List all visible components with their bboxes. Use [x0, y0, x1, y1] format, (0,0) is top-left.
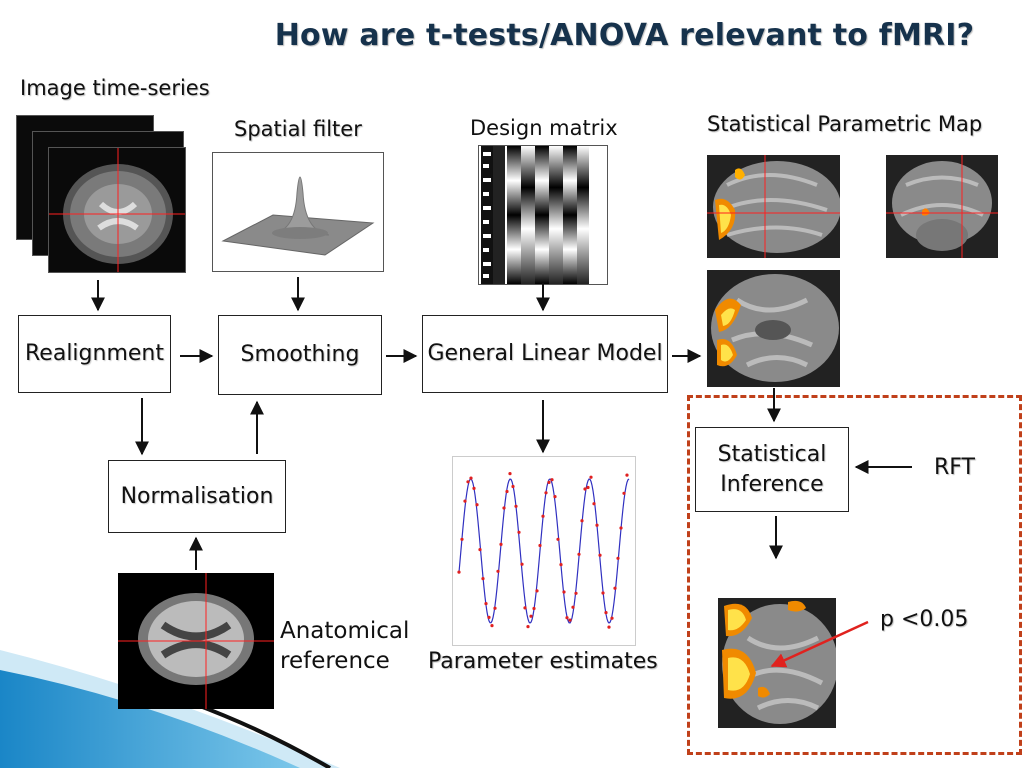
normalisation-box: Normalisation — [108, 460, 286, 533]
design-matrix-image — [478, 145, 608, 285]
corner-decoration — [0, 650, 340, 768]
parameter-estimates-plot — [452, 456, 636, 646]
anatomical-line-2: reference — [280, 648, 390, 674]
spatial-filter-label: Spatial filter — [234, 117, 362, 141]
inference-region-border — [687, 395, 1022, 755]
spm-sagittal-image — [707, 155, 840, 258]
inference-line-1: Statistical — [717, 441, 827, 467]
anatomical-line-1: Anatomical — [280, 618, 410, 644]
glm-box: General Linear Model — [422, 315, 668, 393]
spm-coronal-image — [886, 155, 998, 258]
p-value-label: p <0.05 — [880, 607, 969, 632]
image-time-series-stack — [16, 115, 191, 280]
spatial-filter-image — [212, 152, 384, 272]
statistical-inference-box: Statistical Inference — [695, 427, 849, 512]
inference-line-2: Inference — [720, 471, 824, 497]
design-matrix-label: Design matrix — [470, 116, 618, 140]
arrow-p-value-to-result — [770, 620, 869, 668]
anatomical-reference-label: Anatomical reference — [280, 616, 409, 676]
rft-label: RFT — [934, 455, 975, 480]
brain-slice-image — [48, 147, 186, 273]
realignment-box: Realignment — [18, 315, 171, 393]
parameter-estimates-label: Parameter estimates — [428, 649, 658, 674]
anatomical-reference-image — [118, 573, 274, 709]
smoothing-box: Smoothing — [218, 315, 382, 395]
image-time-series-label: Image time-series — [20, 76, 210, 100]
spm-label: Statistical Parametric Map — [707, 112, 983, 136]
thresholded-spm-image — [718, 598, 836, 728]
page-title: How are t-tests/ANOVA relevant to fMRI? — [274, 18, 975, 53]
spm-axial-image — [707, 270, 840, 387]
